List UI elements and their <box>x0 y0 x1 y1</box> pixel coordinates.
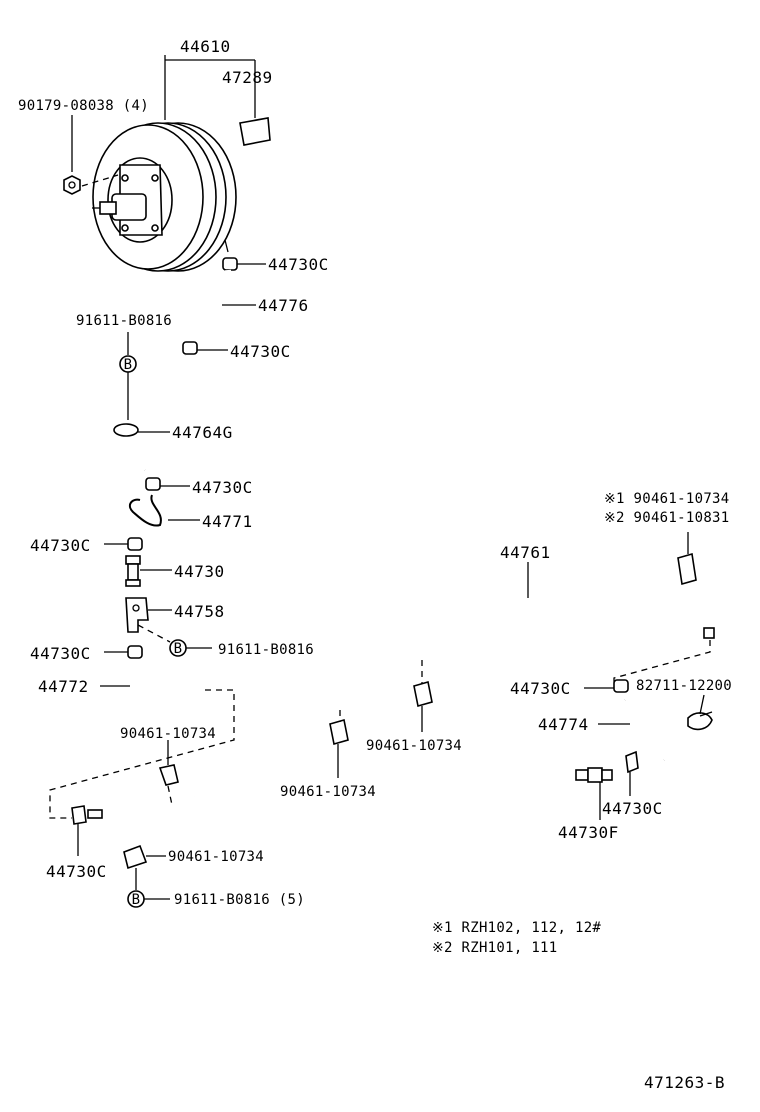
label-44730c-7: 44730C <box>510 679 571 698</box>
clip-44730c-3 <box>145 477 161 491</box>
clip-44730c-7 <box>613 679 629 693</box>
label-90461-left: 90461-10734 <box>120 726 216 742</box>
label-44774: 44774 <box>538 715 589 734</box>
clamp-82711 <box>687 712 713 731</box>
label-91611-mid: 91611-B0816 <box>218 642 314 658</box>
circle-marker-top: B <box>124 357 133 373</box>
figure-id: 471263-B <box>644 1073 725 1092</box>
clip-90461-right <box>677 552 697 586</box>
clip-44730c-6 <box>71 805 87 825</box>
label-44730c-3: 44730C <box>192 478 253 497</box>
label-91611-top: 91611-B0816 <box>76 313 172 329</box>
note-1: ※1 RZH102, 112, 12# <box>432 920 601 936</box>
label-44610: 44610 <box>180 37 231 56</box>
label-44764g: 44764G <box>172 423 233 442</box>
clip-90461-left <box>158 764 179 786</box>
note-2: ※2 RZH101, 111 <box>432 940 558 956</box>
hose-44771 <box>129 494 162 527</box>
label-44730c-4: 44730C <box>30 536 91 555</box>
label-44772: 44772 <box>38 677 89 696</box>
label-90461-m1: 90461-10734 <box>280 784 376 800</box>
label-44758: 44758 <box>174 602 225 621</box>
hose-44772 <box>133 660 200 694</box>
clip-90461-bottom <box>123 844 148 870</box>
label-44761: 44761 <box>500 543 551 562</box>
label-44730f: 44730F <box>558 823 619 842</box>
label-44730c-6: 44730C <box>46 862 107 881</box>
bracket-44758 <box>125 597 149 633</box>
label-90179: 90179-08038 (4) <box>18 98 149 114</box>
clip-90461-m2 <box>413 680 433 708</box>
label-44730c-8: 44730C <box>602 799 663 818</box>
clip-44730c-2 <box>182 341 198 355</box>
clip-44730c-8 <box>625 750 639 774</box>
label-plate <box>239 117 271 146</box>
clip-44730c-4 <box>127 537 143 551</box>
check-valve-44730 <box>125 555 141 587</box>
label-47289: 47289 <box>222 68 273 87</box>
label-44730: 44730 <box>174 562 225 581</box>
fitting-44730f <box>575 767 613 783</box>
label-91611-bottom: 91611-B0816 (5) <box>174 892 305 908</box>
label-44771: 44771 <box>202 512 253 531</box>
label-90461-r2: ※2 90461-10831 <box>604 510 730 526</box>
label-90461-bottom: 90461-10734 <box>168 849 264 865</box>
label-44730c-1: 44730C <box>268 255 329 274</box>
circle-marker-bottom: B <box>132 892 141 908</box>
clip-44730c-1 <box>222 257 238 271</box>
label-44730c-2: 44730C <box>230 342 291 361</box>
label-90461-r1: ※1 90461-10734 <box>604 491 730 507</box>
clip-90461-m1 <box>329 718 349 746</box>
nut-90179 <box>63 175 81 195</box>
clip-44730c-5 <box>127 645 143 659</box>
circle-marker-mid: B <box>174 641 183 657</box>
label-44730c-5: 44730C <box>30 644 91 663</box>
label-82711: 82711-12200 <box>636 678 732 694</box>
label-90461-m2: 90461-10734 <box>366 738 462 754</box>
brake-booster <box>92 122 237 272</box>
label-44776: 44776 <box>258 296 309 315</box>
